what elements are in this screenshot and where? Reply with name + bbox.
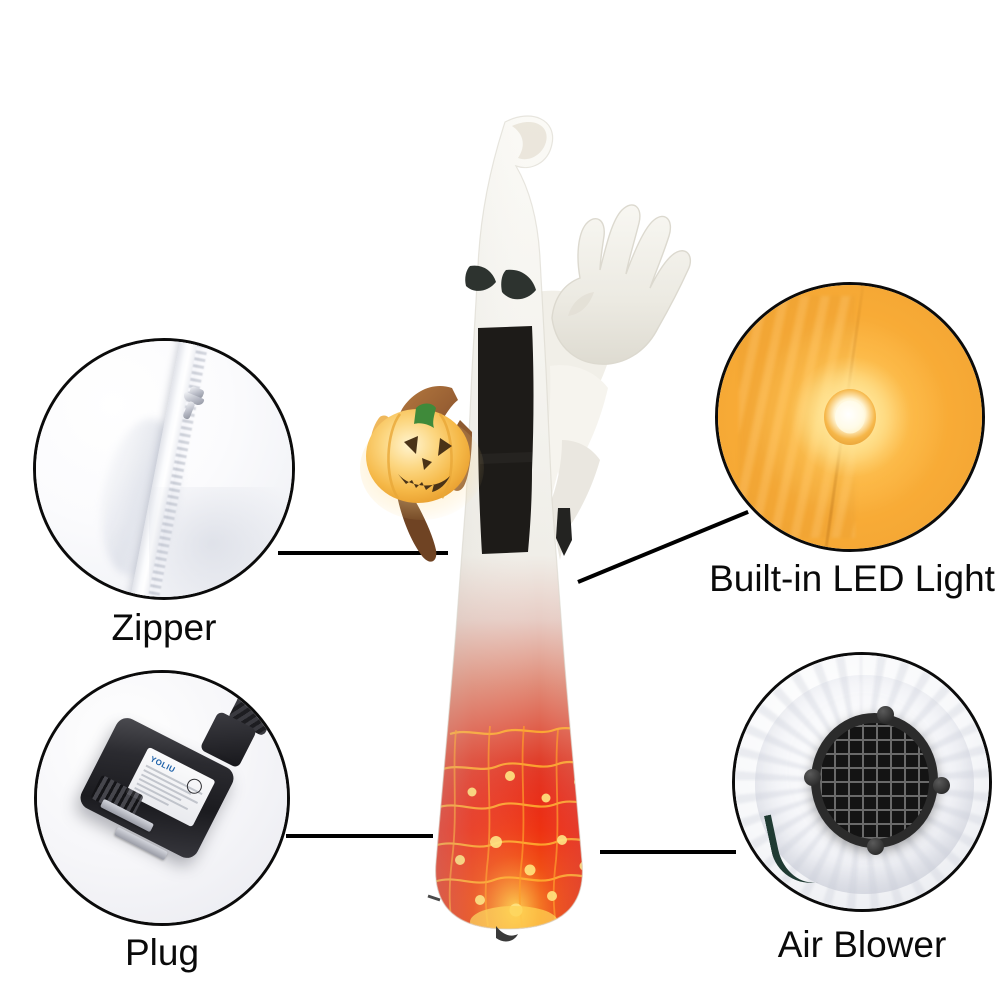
air-blower-icon xyxy=(735,655,989,909)
led-light-icon xyxy=(718,285,982,549)
ghost-mouth xyxy=(478,326,534,554)
inflatable-ghost-product xyxy=(300,70,720,950)
pumpkin-eye-right xyxy=(438,438,452,456)
callout-label-led-light: Built-in LED Light xyxy=(709,558,995,599)
leader-line-zipper xyxy=(278,551,448,555)
pumpkin-nose xyxy=(422,458,432,470)
callout-circle-plug[interactable]: YOLIU xyxy=(34,670,290,926)
callout-circle-zipper[interactable] xyxy=(33,338,295,600)
pumpkin-stem xyxy=(414,403,436,428)
ghost-face xyxy=(465,265,536,554)
callout-label-plug: Plug xyxy=(124,932,200,973)
callout-label-zipper: Zipper xyxy=(111,607,217,648)
pumpkin-jack-o-lantern xyxy=(360,403,484,520)
callout-circle-air-blower[interactable] xyxy=(732,652,992,912)
ghost-head-curl xyxy=(512,121,547,160)
blower-grille xyxy=(811,713,939,849)
leader-line-plug xyxy=(286,834,433,838)
power-plug-icon: YOLIU xyxy=(37,673,287,923)
callout-label-air-blower: Air Blower xyxy=(777,924,947,965)
zipper-icon xyxy=(36,341,292,597)
led-bulb-icon xyxy=(835,400,865,434)
pumpkin-eye-left xyxy=(404,436,418,454)
blower-mount-tab-top xyxy=(877,705,895,723)
ghost-eye-right xyxy=(501,269,536,300)
callout-circle-led-light[interactable] xyxy=(715,282,985,552)
ghost-raised-hand xyxy=(551,204,692,365)
leader-line-air-blower xyxy=(600,850,736,854)
pumpkin-mouth xyxy=(398,474,450,492)
ghost-eye-left xyxy=(465,265,496,291)
plug-rating-label: YOLIU xyxy=(125,746,216,828)
blower-mount-tab-bottom xyxy=(867,837,885,855)
blower-mount-tab-right xyxy=(933,776,951,794)
ghost-stake-left xyxy=(427,894,441,902)
ghost-base-tether xyxy=(496,926,518,942)
blower-mount-tab-left xyxy=(803,769,821,787)
